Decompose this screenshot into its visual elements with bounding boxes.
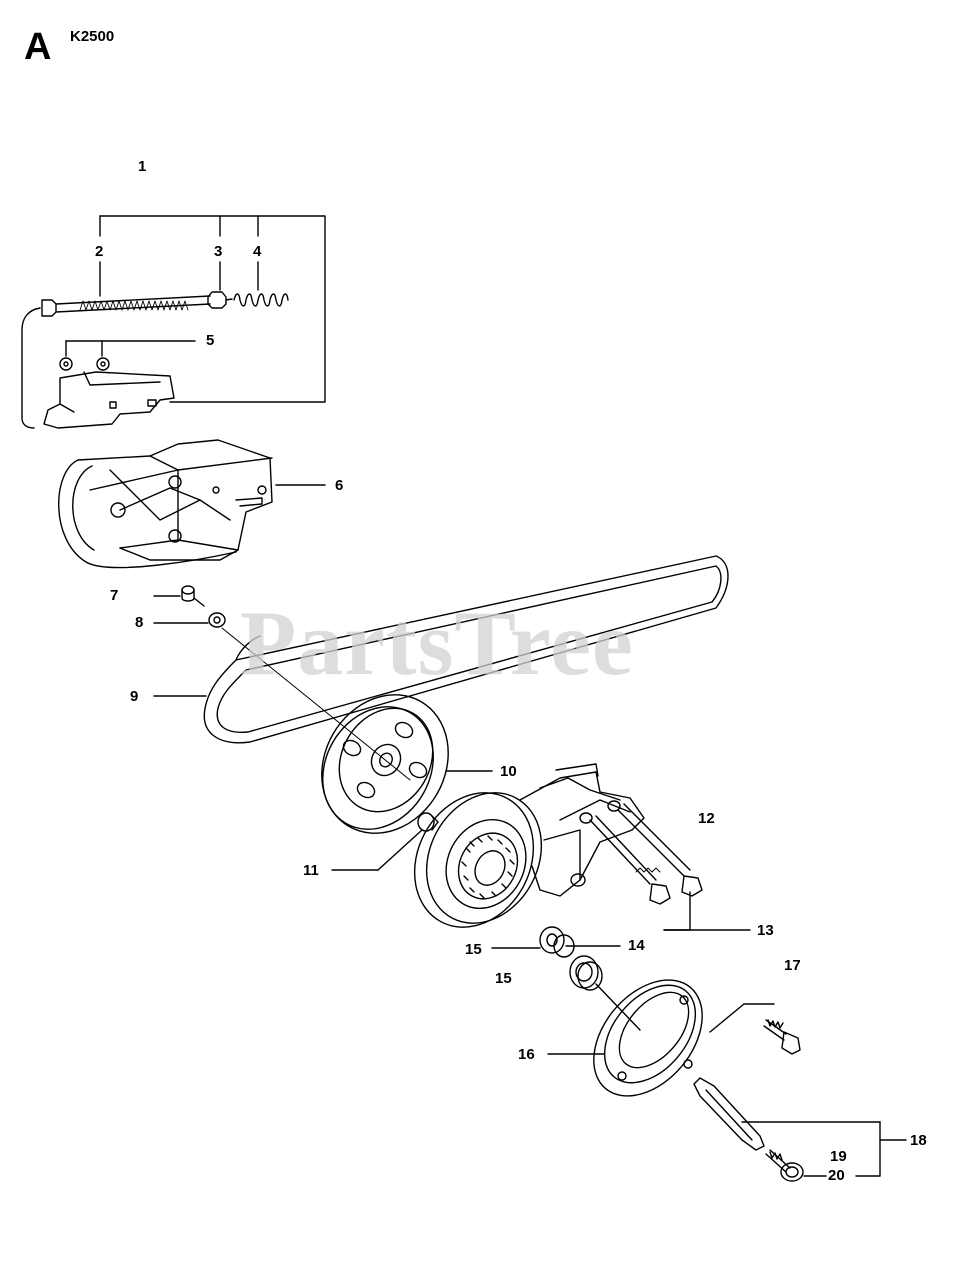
callout-14[interactable]: 14 bbox=[628, 937, 645, 954]
bearing-part bbox=[491, 926, 621, 958]
nut-part bbox=[207, 291, 233, 309]
model-number: K2500 bbox=[70, 28, 115, 45]
callout-18[interactable]: 18 bbox=[910, 1132, 927, 1149]
spring-part bbox=[233, 293, 289, 307]
callout-15b[interactable]: 15 bbox=[495, 970, 512, 987]
callout-20[interactable]: 20 bbox=[828, 1167, 845, 1184]
callout-19[interactable]: 19 bbox=[830, 1148, 847, 1165]
watermark: PartsTree bbox=[240, 592, 634, 694]
callout-17[interactable]: 17 bbox=[784, 957, 801, 974]
pulley-part bbox=[321, 694, 493, 834]
callout-4[interactable]: 4 bbox=[253, 243, 262, 260]
callout-2[interactable]: 2 bbox=[95, 243, 104, 260]
callout-9[interactable]: 9 bbox=[130, 688, 139, 705]
callout-8[interactable]: 8 bbox=[135, 614, 144, 631]
seal-part bbox=[569, 955, 641, 1031]
section-letter: A bbox=[24, 26, 52, 68]
bracket-plate-part bbox=[43, 340, 196, 429]
washer-part bbox=[153, 612, 226, 628]
callout-16[interactable]: 16 bbox=[518, 1046, 535, 1063]
callout-15a[interactable]: 15 bbox=[465, 941, 482, 958]
group-1-bracket bbox=[21, 215, 326, 429]
bushing-part bbox=[331, 812, 439, 871]
threaded-rod-part bbox=[41, 295, 211, 317]
screw-part bbox=[709, 1003, 801, 1055]
bolt-part bbox=[153, 585, 205, 607]
callout-12[interactable]: 12 bbox=[698, 810, 715, 827]
ring-cover-part bbox=[547, 979, 703, 1097]
clutch-pulley-part bbox=[413, 792, 543, 928]
v-belt-part bbox=[153, 555, 729, 744]
callout-11[interactable]: 11 bbox=[303, 862, 319, 879]
callout-10[interactable]: 10 bbox=[500, 763, 517, 780]
callout-3[interactable]: 3 bbox=[214, 243, 223, 260]
screw-washer-part bbox=[765, 1149, 881, 1182]
callout-7[interactable]: 7 bbox=[110, 587, 119, 604]
callout-13[interactable]: 13 bbox=[757, 922, 774, 939]
tensioner-arm-part bbox=[519, 763, 645, 897]
callout-5[interactable]: 5 bbox=[206, 332, 215, 349]
shaft-part bbox=[693, 1077, 907, 1177]
callout-6[interactable]: 6 bbox=[335, 477, 344, 494]
belt-guard-part bbox=[58, 439, 326, 569]
callout-1[interactable]: 1 bbox=[138, 158, 147, 175]
bolt-pair-part bbox=[589, 803, 751, 931]
